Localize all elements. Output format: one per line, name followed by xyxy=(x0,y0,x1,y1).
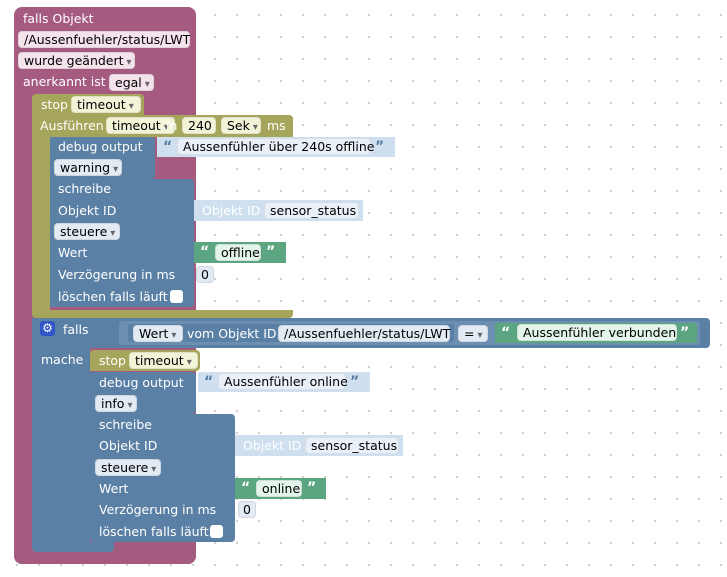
write-object-ref-label-2: Objekt ID xyxy=(243,438,302,453)
debug-output-connector-1 xyxy=(149,141,155,152)
write-clear-label-2: löschen falls läuft xyxy=(99,524,209,539)
exec-timeout-left-bar xyxy=(32,137,50,310)
write-delay-label-1: Verzögerung in ms xyxy=(58,267,176,282)
if-block-left-bar xyxy=(32,348,90,542)
clear-checkbox-2[interactable] xyxy=(210,525,223,538)
write-object-label-1: Objekt ID xyxy=(58,203,117,218)
write-delay-field-2[interactable]: 0 xyxy=(238,501,256,518)
exec-in-label: in xyxy=(166,118,178,133)
debug-output-label-1: debug output xyxy=(58,139,143,154)
value-dropdown[interactable]: Wert xyxy=(133,325,183,342)
write-value-label-2: Wert xyxy=(99,481,129,496)
debug-level-dropdown-2[interactable]: info xyxy=(95,395,137,412)
debug-output-label-2: debug output xyxy=(99,375,184,390)
close-quote-icon: ” xyxy=(375,139,385,155)
value-text-field-1[interactable]: offline xyxy=(215,244,261,261)
trigger-ack-dropdown[interactable]: egal xyxy=(109,74,154,91)
exec-ms-label: ms xyxy=(267,118,286,133)
trigger-condition-dropdown[interactable]: wurde geändert xyxy=(18,52,135,69)
write-delay-label-2: Verzögerung in ms xyxy=(99,502,217,517)
if-object-id-field[interactable]: /Aussenfuehler/status/LWT xyxy=(278,325,450,342)
write-object-ref-field-1[interactable]: sensor_status xyxy=(264,202,359,219)
value-text-field-2[interactable]: online xyxy=(256,480,302,497)
open-quote-icon: “ xyxy=(200,244,210,260)
write-object-ref-label-1: Objekt ID xyxy=(202,203,261,218)
write-value-connector-2 xyxy=(229,484,235,495)
stop-timeout-timer-dropdown-2[interactable]: timeout xyxy=(129,352,198,369)
debug-text-field-1[interactable]: Aussenfühler über 240s offline xyxy=(177,138,374,155)
stop-timeout-timer-dropdown-1[interactable]: timeout xyxy=(71,96,141,113)
write-label-1: schreibe xyxy=(58,181,111,196)
exec-label: Ausführen xyxy=(40,118,104,133)
if-block-footer xyxy=(32,542,114,552)
close-quote-icon: ” xyxy=(266,244,276,260)
debug-text-field-2[interactable]: Aussenfühler online xyxy=(218,373,348,390)
write-value-label-1: Wert xyxy=(58,245,88,260)
write-mode-dropdown-1[interactable]: steuere xyxy=(54,223,120,240)
write-mode-dropdown-2[interactable]: steuere xyxy=(95,459,161,476)
write-object-connector-2 xyxy=(229,441,235,452)
open-quote-icon: “ xyxy=(204,374,214,390)
write-block-1[interactable] xyxy=(50,179,194,307)
write-value-connector-1 xyxy=(188,248,194,259)
exec-unit-dropdown[interactable]: Sek xyxy=(221,117,261,134)
exec-timeout-footer xyxy=(32,310,293,318)
write-block-2[interactable] xyxy=(90,414,235,542)
trigger-block-header-ext xyxy=(14,68,196,94)
debug-level-dropdown-1[interactable]: warning xyxy=(54,159,122,176)
then-label: mache xyxy=(41,352,84,367)
write-object-ref-field-2[interactable]: sensor_status xyxy=(305,437,399,454)
debug-output-connector-2 xyxy=(190,377,196,388)
clear-checkbox-1[interactable] xyxy=(170,290,183,303)
if-label: falls xyxy=(63,322,89,337)
operator-dropdown[interactable]: = xyxy=(458,325,488,342)
close-quote-icon: ” xyxy=(350,374,360,390)
from-object-label: vom Objekt ID xyxy=(187,326,277,341)
open-quote-icon: “ xyxy=(241,480,251,496)
write-delay-field-1[interactable]: 0 xyxy=(196,266,214,283)
open-quote-icon: “ xyxy=(501,325,511,341)
write-object-label-2: Objekt ID xyxy=(99,438,158,453)
trigger-ack-label: anerkannt ist xyxy=(23,74,106,89)
stop-timeout-label-1: stop xyxy=(41,97,68,112)
write-object-connector-1 xyxy=(188,206,194,217)
trigger-object-id-field[interactable]: /Aussenfuehler/status/LWT xyxy=(18,31,190,48)
gear-icon[interactable]: ⚙ xyxy=(40,321,55,336)
compare-text-field[interactable]: Aussenfühler verbunden xyxy=(517,324,677,341)
close-quote-icon: ” xyxy=(680,325,690,341)
open-quote-icon: “ xyxy=(163,139,173,155)
write-clear-label-1: löschen falls läuft xyxy=(58,289,168,304)
write-label-2: schreibe xyxy=(99,417,152,432)
exec-timer-dropdown[interactable]: timeout xyxy=(106,117,175,134)
close-quote-icon: ” xyxy=(307,480,317,496)
trigger-block-footer xyxy=(14,548,196,564)
stop-timeout-label-2: stop xyxy=(99,353,126,368)
trigger-title: falls Objekt xyxy=(23,11,94,26)
exec-delay-field[interactable]: 240 xyxy=(182,117,216,134)
